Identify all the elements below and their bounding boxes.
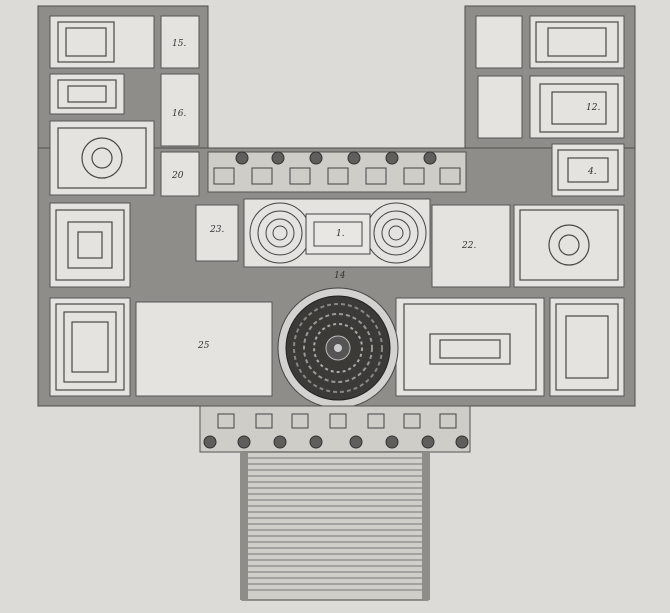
room-left-2: [49, 73, 125, 115]
label-room-22: 22.: [461, 241, 476, 251]
room-number-labels: 15. 16. 20 23. 1. 22. 25 14 4. 12.: [171, 39, 600, 351]
room-right-corner: [549, 297, 625, 397]
label-room-23: 23.: [209, 225, 224, 235]
room-13: [49, 297, 131, 397]
room-right-big: [395, 297, 545, 397]
label-room-20: 20: [171, 171, 184, 181]
grand-staircase: [249, 202, 427, 264]
room-right-4: [513, 204, 625, 288]
room-right-top-1: [475, 15, 523, 69]
label-room-25: 25: [197, 341, 210, 351]
room-15: [160, 15, 200, 69]
label-room-4: 4.: [587, 167, 597, 177]
front-steps: [240, 451, 430, 601]
stair-right: [477, 75, 523, 139]
room-right-mid: [551, 143, 625, 197]
label-room-15: 15.: [172, 39, 186, 49]
portico: [199, 405, 471, 453]
colonnade: [207, 151, 467, 193]
ceiling-ornaments: [55, 21, 619, 391]
rotunda: [277, 287, 399, 409]
label-room-12: 12.: [586, 103, 600, 113]
room-16: [160, 73, 200, 147]
room-22: [431, 204, 511, 288]
room-right-top-2: [529, 15, 625, 69]
room-left-4: [49, 202, 131, 288]
room-20: [160, 151, 200, 197]
label-room-14: 14: [334, 271, 346, 281]
label-room-1: 1.: [336, 229, 345, 239]
room-top-left: [49, 15, 155, 69]
room-23: [195, 204, 239, 262]
room-floors: [49, 15, 625, 397]
room-left-3: [49, 120, 155, 196]
label-room-16: 16.: [172, 109, 186, 119]
room-25: [135, 301, 273, 397]
room-12: [529, 75, 625, 139]
